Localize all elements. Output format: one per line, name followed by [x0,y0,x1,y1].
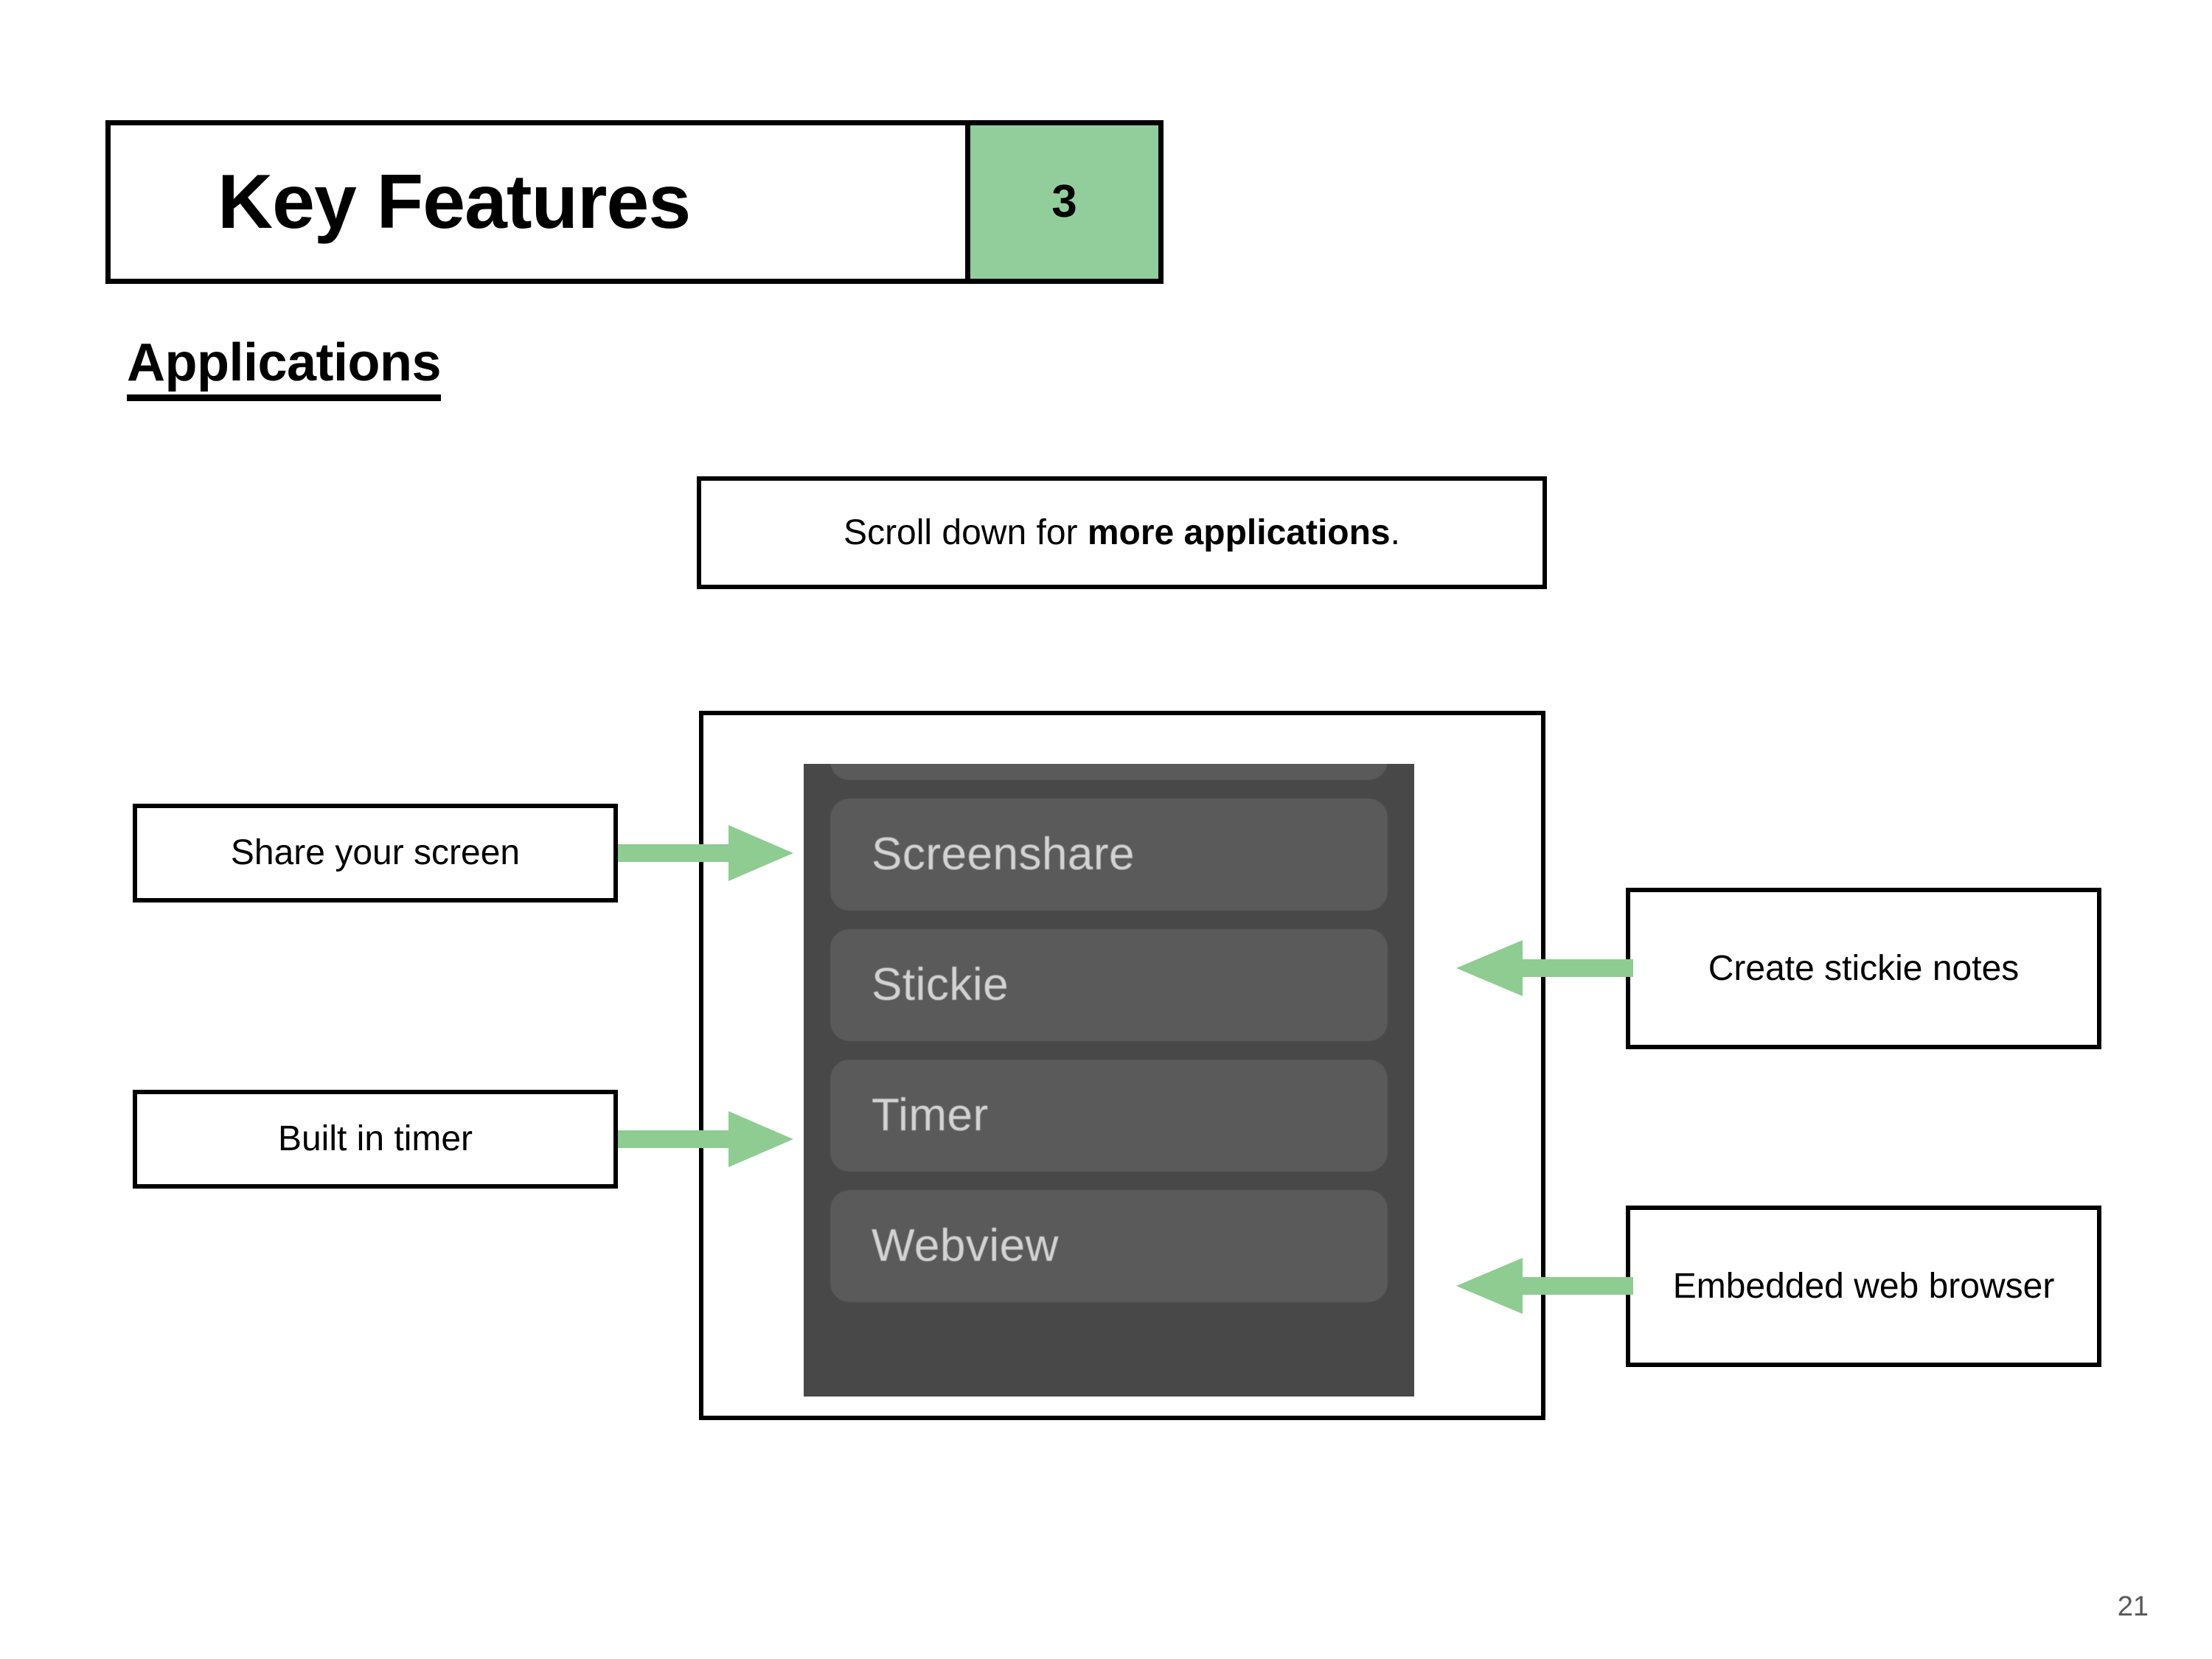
app-list-item-timer[interactable]: Timer [830,1060,1388,1172]
callout-embedded-web-browser: Embedded web browser [1626,1206,2101,1367]
screenshot-frame: Screenshare Stickie Timer Webview [699,711,1545,1420]
page-title: Key Features [218,159,691,245]
scroll-hint-emphasis: more applications [1087,512,1391,552]
header-section-number-badge: 3 [965,125,1158,279]
callout-label: Share your screen [230,833,521,873]
app-label: Webview [872,1220,1059,1271]
app-list-item-screenshare[interactable]: Screenshare [830,799,1388,911]
scroll-hint-text: Scroll down for more applications. [844,511,1400,555]
app-label: Stickie [872,959,1009,1010]
callout-built-in-timer: Built in timer [133,1090,618,1189]
callout-label: Create stickie notes [1708,948,2020,988]
callout-label: Built in timer [277,1119,473,1159]
app-list-item-partial[interactable] [830,764,1388,780]
section-subtitle: Applications [127,333,442,401]
header-banner: Key Features 3 [105,120,1164,284]
header-title-cell: Key Features [111,125,965,279]
page-number: 21 [2117,1591,2149,1622]
scroll-hint-prefix: Scroll down for [844,512,1088,552]
callout-label: Embedded web browser [1672,1266,2055,1306]
arrow-left-icon-webview [1456,1258,1633,1314]
callout-share-your-screen: Share your screen [133,804,618,902]
callout-create-stickie-notes: Create stickie notes [1626,888,2101,1049]
scroll-hint-suffix: . [1390,512,1400,552]
app-label: Screenshare [872,829,1135,880]
app-list-panel: Screenshare Stickie Timer Webview [804,764,1414,1397]
scroll-hint-box: Scroll down for more applications. [697,476,1547,589]
app-list-item-webview[interactable]: Webview [830,1190,1388,1302]
arrow-left-icon-stickie [1456,940,1633,996]
app-list-item-stickie[interactable]: Stickie [830,929,1388,1041]
arrow-right-icon-share [618,825,793,881]
app-label: Timer [872,1090,989,1141]
arrow-right-icon-timer [618,1111,793,1167]
section-number: 3 [1051,176,1077,227]
